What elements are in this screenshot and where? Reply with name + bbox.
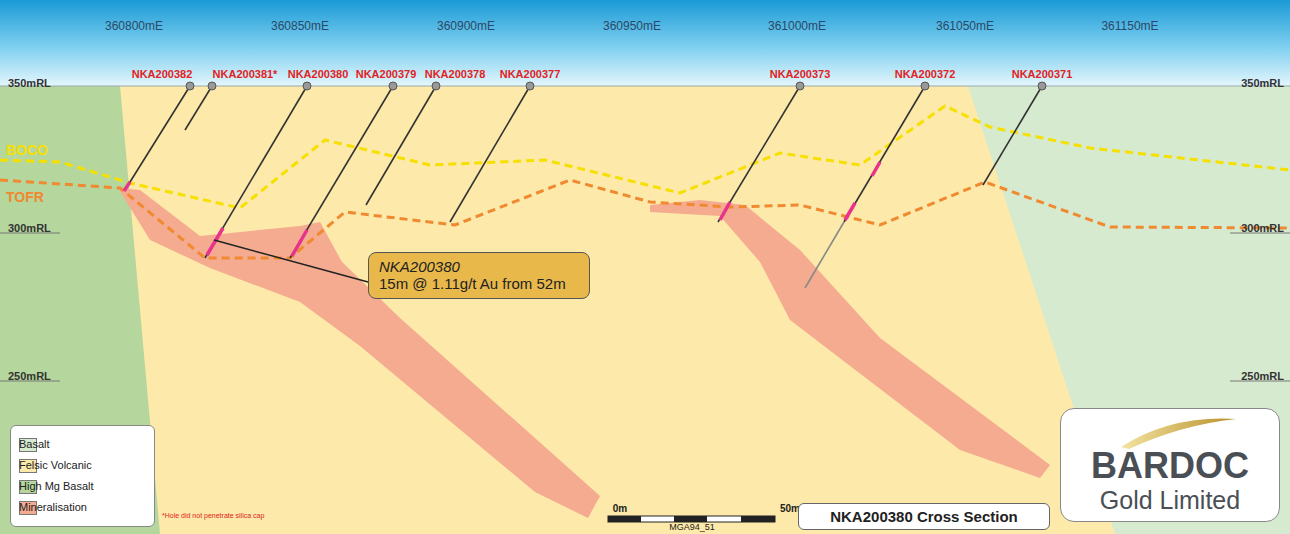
legend-row: High Mg Basalt: [19, 476, 146, 497]
logo-box: BARDOCGold Limited: [1060, 408, 1280, 522]
legend-row: Basalt: [19, 434, 146, 455]
node-body: 15m @ 1.11g/t Au from 52m: [379, 275, 579, 292]
drillhole-label: NKA200371: [1012, 68, 1073, 80]
note-label: *Hole did not penetrate silica cap: [162, 512, 264, 520]
easting-label: 360900mE: [437, 20, 495, 33]
legend-text: High Mg Basalt: [19, 480, 94, 492]
drillhole-label: NKA200381*: [213, 68, 278, 80]
legend-row: Mineralisation: [19, 497, 146, 518]
rl-label: 250mRL: [8, 370, 51, 382]
drillhole-label: NKA200372: [895, 68, 956, 80]
node-heading: BARDOC: [1069, 445, 1271, 486]
easting-label: 361150mE: [1101, 20, 1158, 33]
node-heading: NKA200380 Cross Section: [807, 508, 1041, 525]
easting-label: 360950mE: [603, 20, 661, 33]
rl-label: 250mRL: [1241, 370, 1284, 382]
horizon-label: TOFR: [6, 190, 44, 205]
callout-box: NKA20038015m @ 1.11g/t Au from 52m: [368, 252, 590, 299]
horizon-label: BOCO: [6, 143, 48, 158]
drillhole-label: NKA200373: [770, 68, 831, 80]
title-box: NKA200380 Cross Section: [798, 503, 1050, 530]
rl-label: 300mRL: [8, 222, 51, 234]
easting-label: 361000mE: [768, 20, 826, 33]
legend-text: Mineralisation: [19, 501, 87, 513]
scale-label: MGA94_51: [669, 523, 715, 533]
scale-label: 0m: [613, 503, 627, 514]
drillhole-label: NKA200382: [132, 68, 193, 80]
legend-text: Basalt: [19, 438, 50, 450]
rl-label: 300mRL: [1241, 222, 1284, 234]
node-body: Gold Limited: [1069, 486, 1271, 515]
easting-label: 360800mE: [105, 20, 163, 33]
easting-label: 361050mE: [936, 20, 994, 33]
legend-text: Felsic Volcanic: [19, 459, 92, 471]
rl-label: 350mRL: [1241, 77, 1284, 89]
drillhole-label: NKA200378: [425, 68, 486, 80]
legend-box: BasaltFelsic VolcanicHigh Mg BasaltMiner…: [10, 425, 155, 527]
drillhole-label: NKA200379: [356, 68, 417, 80]
legend-row: Felsic Volcanic: [19, 455, 146, 476]
logo-swoosh: [1121, 419, 1236, 449]
node-heading: NKA200380: [379, 258, 579, 275]
drillhole-label: NKA200377: [500, 68, 561, 80]
drillhole-label: NKA200380: [288, 68, 349, 80]
scale-label: 50m: [780, 503, 800, 514]
easting-label: 360850mE: [271, 20, 329, 33]
rl-label: 350mRL: [8, 77, 51, 89]
